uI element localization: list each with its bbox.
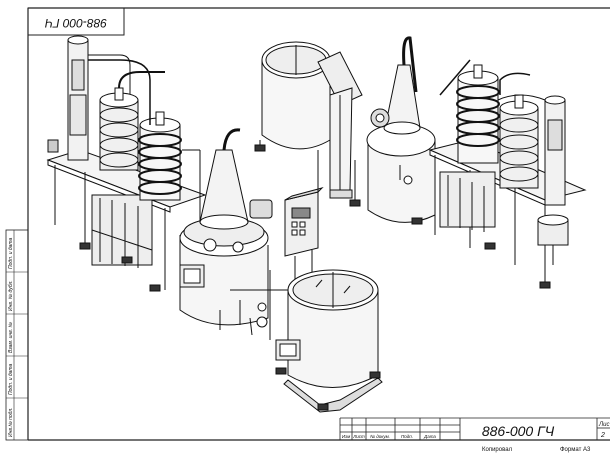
mid-piping — [230, 270, 290, 340]
title-block-col: Лист — [352, 434, 365, 439]
central-boiler — [179, 128, 273, 336]
back-conveyor — [317, 51, 363, 207]
right-column-b — [499, 94, 539, 189]
top-code-text: 988-000 ГЧ — [44, 16, 107, 30]
title-block-col: № докум. — [370, 434, 390, 439]
top-pipes — [88, 59, 531, 125]
top-code-box: 988-000 ГЧ — [27, 7, 125, 36]
format-label: Формат А3 — [560, 447, 591, 453]
front-tank — [275, 269, 383, 413]
side-stamp-field: Инв.№ подл. — [8, 407, 14, 437]
title-block-col: Дата — [423, 434, 436, 439]
title-block-columns: Изм Лист № докум. Подп. Дата — [342, 434, 437, 439]
left-thin-column — [47, 35, 131, 161]
title-block-col: Изм — [342, 434, 350, 439]
title-block — [339, 417, 610, 440]
right-column-a — [456, 64, 500, 164]
side-stamp-field: Взам. инв. № — [8, 321, 14, 353]
sheet-number: 2 — [600, 432, 605, 439]
right-thin-column — [497, 94, 569, 265]
side-stamp-field: Подп. и дата — [8, 363, 14, 395]
equipment-drawing — [46, 35, 587, 413]
back-tank — [254, 41, 331, 152]
sheet-label: Лис — [598, 422, 609, 428]
right-boiler — [366, 36, 436, 225]
left-column-a — [99, 71, 165, 171]
side-stamp: Инв.№ подл. Подп. и дата Взам. инв. № Ин… — [5, 229, 29, 441]
side-stamp-field: Подп. и дата — [8, 237, 14, 269]
drawing-code: 886-000 ГЧ — [482, 423, 555, 439]
title-block-col: Подп. — [401, 434, 413, 439]
side-stamp-field: Инв. № дубл. — [8, 280, 14, 311]
copied-label: Копировал — [482, 447, 513, 453]
control-panel — [284, 187, 324, 285]
left-column-b — [138, 111, 201, 205]
